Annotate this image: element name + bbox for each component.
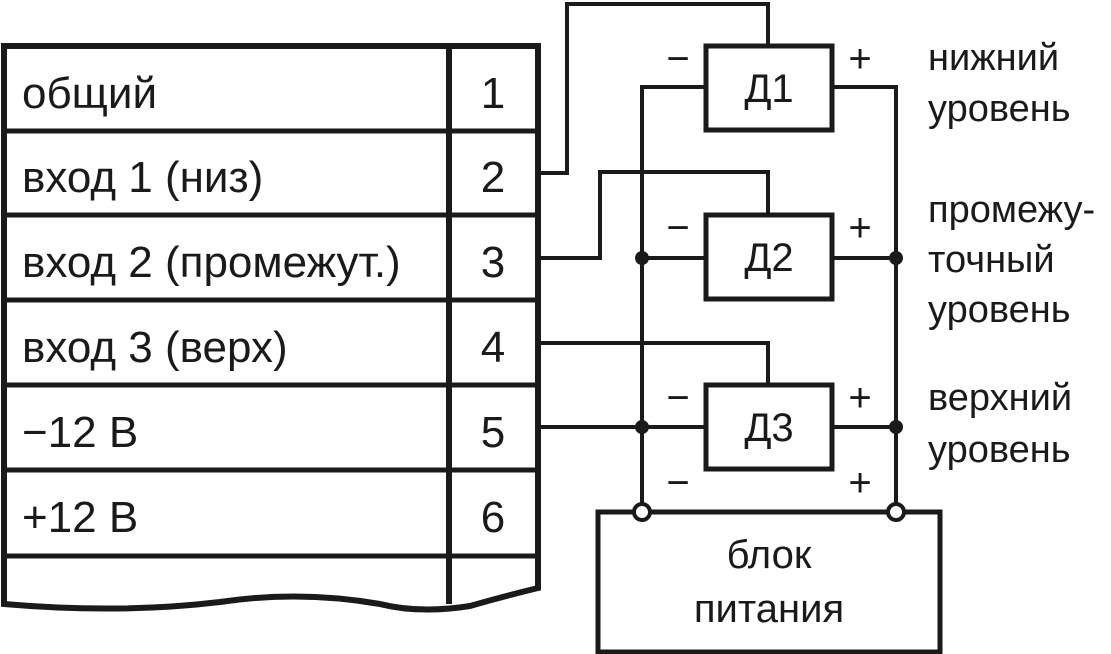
sensor-d2-label: Д2	[744, 236, 793, 280]
level-labels: нижний уровень промежу- точный уровень в…	[928, 37, 1095, 471]
pin-number: 3	[481, 238, 505, 287]
row-label-input-3: вход 3 (верх)	[22, 323, 288, 372]
sensor-d2-box	[703, 212, 835, 302]
pin-number: 4	[481, 323, 505, 372]
level-high-line-2: уровень	[928, 429, 1071, 471]
power-supply-plus-sign: +	[848, 461, 871, 505]
level-mid-line-3: уровень	[928, 289, 1071, 331]
level-low-line-1: нижний	[928, 37, 1059, 79]
row-label-common: общий	[22, 69, 157, 118]
sensor-d3-minus: −	[666, 376, 689, 420]
sensor-d1-box	[703, 43, 835, 133]
pin-number: 6	[481, 493, 505, 542]
row-label-input-2: вход 2 (промежут.)	[22, 238, 401, 287]
sensor-d3-plus: +	[848, 376, 871, 420]
level-high-line-1: верхний	[928, 377, 1072, 419]
power-supply-label-line-2: питания	[694, 587, 844, 631]
pin-number: 5	[481, 408, 505, 457]
wire-input-2	[538, 170, 770, 260]
sensor-d1-plus: +	[848, 37, 871, 81]
power-supply-label-line-1: блок	[727, 533, 812, 577]
level-mid-line-2: точный	[928, 239, 1055, 281]
minus-bus	[640, 85, 706, 512]
sensor-d2-plus: +	[848, 206, 871, 250]
sensor-d2: Д2 − +	[666, 206, 872, 302]
junction-dot	[635, 420, 649, 434]
sensor-d1-minus: −	[666, 37, 689, 81]
sensor-d1: Д1 − +	[666, 37, 872, 133]
level-mid-line-1: промежу-	[928, 189, 1095, 231]
wires	[538, 2, 903, 512]
level-low-line-2: уровень	[928, 88, 1071, 130]
wire-input-3	[538, 341, 770, 385]
terminal-block: общий вход 1 (низ) вход 2 (промежут.) вх…	[0, 43, 541, 613]
power-supply: − + блок питания	[595, 461, 943, 654]
power-supply-plus-terminal	[886, 502, 906, 522]
sensor-d3-label: Д3	[744, 406, 793, 450]
plus-bus	[832, 85, 898, 512]
row-label-plus-12v: +12 В	[22, 493, 138, 542]
sensor-d3: Д3 − +	[666, 376, 872, 472]
sensor-d2-minus: −	[666, 206, 689, 250]
terminal-block-frame	[0, 43, 541, 613]
junction-dot	[635, 251, 649, 265]
pin-number: 2	[481, 153, 505, 202]
wire-input-1	[538, 2, 770, 175]
row-label-minus-12v: −12 В	[22, 408, 138, 457]
power-supply-minus-terminal	[632, 502, 652, 522]
power-supply-minus-sign: −	[666, 461, 689, 505]
junction-dot	[889, 420, 903, 434]
power-supply-box	[595, 509, 943, 654]
sensor-d1-label: Д1	[744, 67, 793, 111]
pin-number: 1	[481, 69, 505, 118]
junction-dot	[889, 251, 903, 265]
row-label-input-1: вход 1 (низ)	[22, 153, 263, 202]
sensor-d3-box	[703, 382, 835, 472]
